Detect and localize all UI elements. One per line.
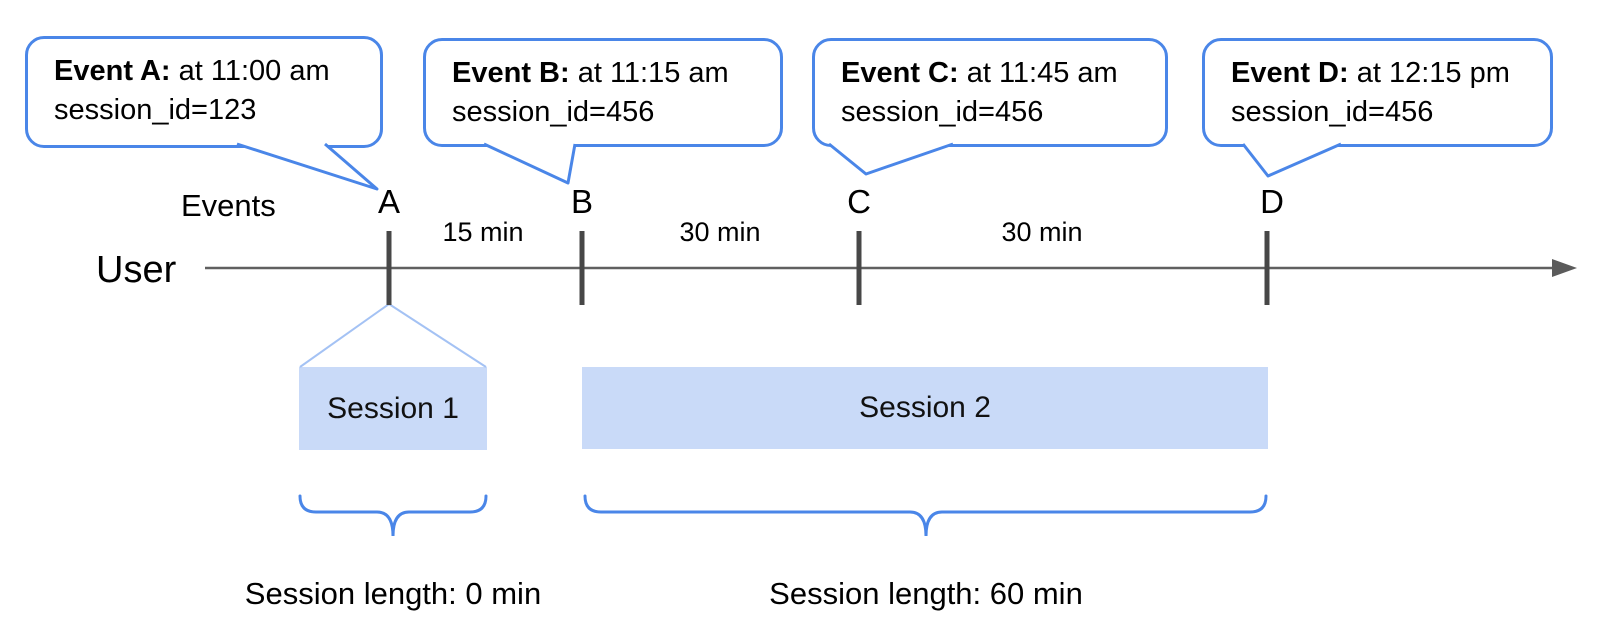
session-1-funnel-left-line [299, 303, 390, 368]
session-2-bar: Session 2 [582, 367, 1268, 449]
event-a-callout-name: Event A: [54, 55, 171, 87]
event-b-callout-title: Event B: at 11:15 am [452, 54, 780, 93]
event-mark-c: C [847, 183, 871, 220]
event-b-callout: Event B: at 11:15 am session_id=456 [423, 38, 783, 147]
session-1-label: Session 1 [327, 391, 459, 425]
event-c-callout-title: Event C: at 11:45 am [841, 54, 1165, 93]
timeline-arrowhead-icon [1552, 259, 1577, 277]
event-d-callout: Event D: at 12:15 pm session_id=456 [1202, 38, 1553, 147]
event-a-callout-title: Event A: at 11:00 am [54, 52, 380, 91]
session-2-label: Session 2 [859, 391, 991, 424]
event-d-callout-name: Event D: [1231, 57, 1349, 89]
session-2-length-label: Session length: 60 min [769, 576, 1083, 611]
event-mark-d: D [1260, 183, 1284, 220]
user-axis-label: User [96, 249, 177, 291]
event-d-callout-tail [1241, 142, 1342, 178]
session-1-brace [298, 494, 488, 537]
event-a-callout-tail [236, 142, 379, 191]
event-b-callout-tail [483, 142, 577, 185]
session-1-funnel-right-line [388, 303, 487, 368]
event-c-callout-session-id: session_id=456 [841, 96, 1044, 128]
event-a-callout: Event A: at 11:00 am session_id=123 [25, 36, 383, 148]
session-1-length-label: Session length: 0 min [244, 576, 542, 611]
event-d-callout-time: at 12:15 pm [1348, 57, 1510, 89]
event-a-callout-time: at 11:00 am [170, 55, 330, 87]
event-d-callout-session-id: session_id=456 [1231, 96, 1434, 128]
interval-b-c-label: 30 min [679, 217, 761, 247]
event-b-callout-session-id: session_id=456 [452, 96, 655, 128]
event-a-callout-session-id: session_id=123 [54, 94, 257, 126]
interval-c-d-label: 30 min [1001, 217, 1083, 247]
event-c-callout: Event C: at 11:45 am session_id=456 [812, 38, 1168, 147]
session-1-bar: Session 1 [299, 367, 487, 450]
event-c-callout-time: at 11:45 am [958, 57, 1118, 89]
event-b-callout-time: at 11:15 am [569, 57, 729, 89]
event-mark-a: A [377, 183, 401, 220]
events-row-label: Events [181, 188, 276, 223]
session-2-brace [583, 494, 1268, 537]
event-c-callout-name: Event C: [841, 57, 959, 89]
event-c-callout-tail [828, 142, 954, 176]
event-d-callout-title: Event D: at 12:15 pm [1231, 54, 1550, 93]
interval-a-b-label: 15 min [442, 217, 524, 247]
event-b-callout-name: Event B: [452, 57, 570, 89]
event-mark-b: B [570, 183, 594, 220]
